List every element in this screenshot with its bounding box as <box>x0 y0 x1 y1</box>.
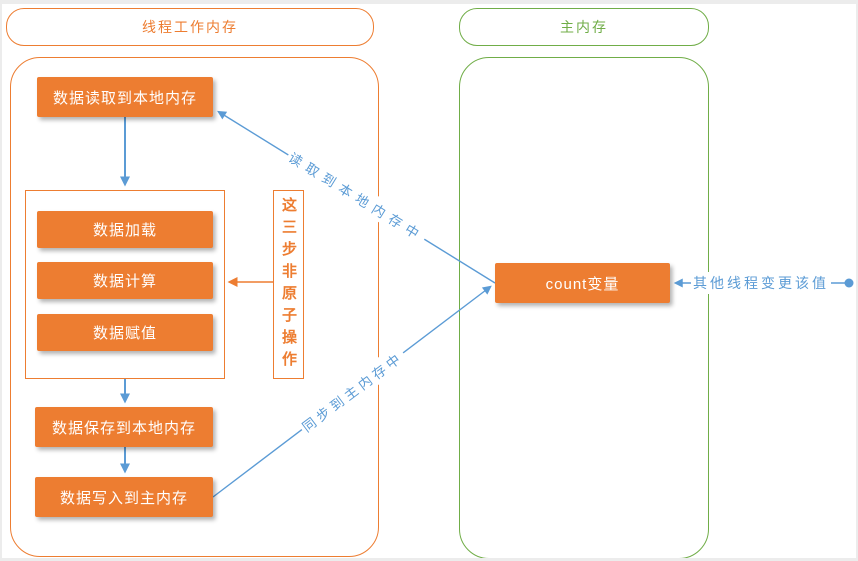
node-data-load: 数据加载 <box>37 211 213 248</box>
non-atomic-note-text: 这三步非原子操作 <box>280 196 297 373</box>
other-thread-label: 其他线程变更该值 <box>691 272 831 294</box>
node-write-to-main-label: 数据写入到主内存 <box>59 489 188 507</box>
main-memory-title-pill: 主内存 <box>459 8 709 46</box>
node-save-to-local: 数据保存到本地内存 <box>35 407 213 447</box>
node-count-variable: count变量 <box>495 263 670 303</box>
main-memory-container <box>459 57 709 559</box>
thread-memory-title-pill: 线程工作内存 <box>6 8 374 46</box>
node-save-to-local-label: 数据保存到本地内存 <box>51 419 196 437</box>
page-edge-bottom <box>0 558 858 561</box>
node-read-to-local: 数据读取到本地内存 <box>37 77 213 117</box>
node-write-to-main: 数据写入到主内存 <box>35 477 213 517</box>
node-data-load-label: 数据加载 <box>92 222 157 239</box>
node-data-compute-label: 数据计算 <box>92 273 157 290</box>
thread-memory-title: 线程工作内存 <box>142 19 238 35</box>
page-edge-left <box>0 0 2 561</box>
page-edge-right <box>856 0 858 561</box>
other-thread-endpoint-dot <box>844 278 854 288</box>
node-count-variable-label: count变量 <box>545 275 620 293</box>
main-memory-title: 主内存 <box>560 19 608 35</box>
node-read-to-local-label: 数据读取到本地内存 <box>52 89 197 107</box>
node-data-assign-label: 数据赋值 <box>92 325 157 342</box>
page-edge-top <box>0 0 858 4</box>
non-atomic-note-box: 这三步非原子操作 <box>273 190 304 379</box>
node-data-compute: 数据计算 <box>37 262 213 299</box>
node-data-assign: 数据赋值 <box>37 314 213 351</box>
